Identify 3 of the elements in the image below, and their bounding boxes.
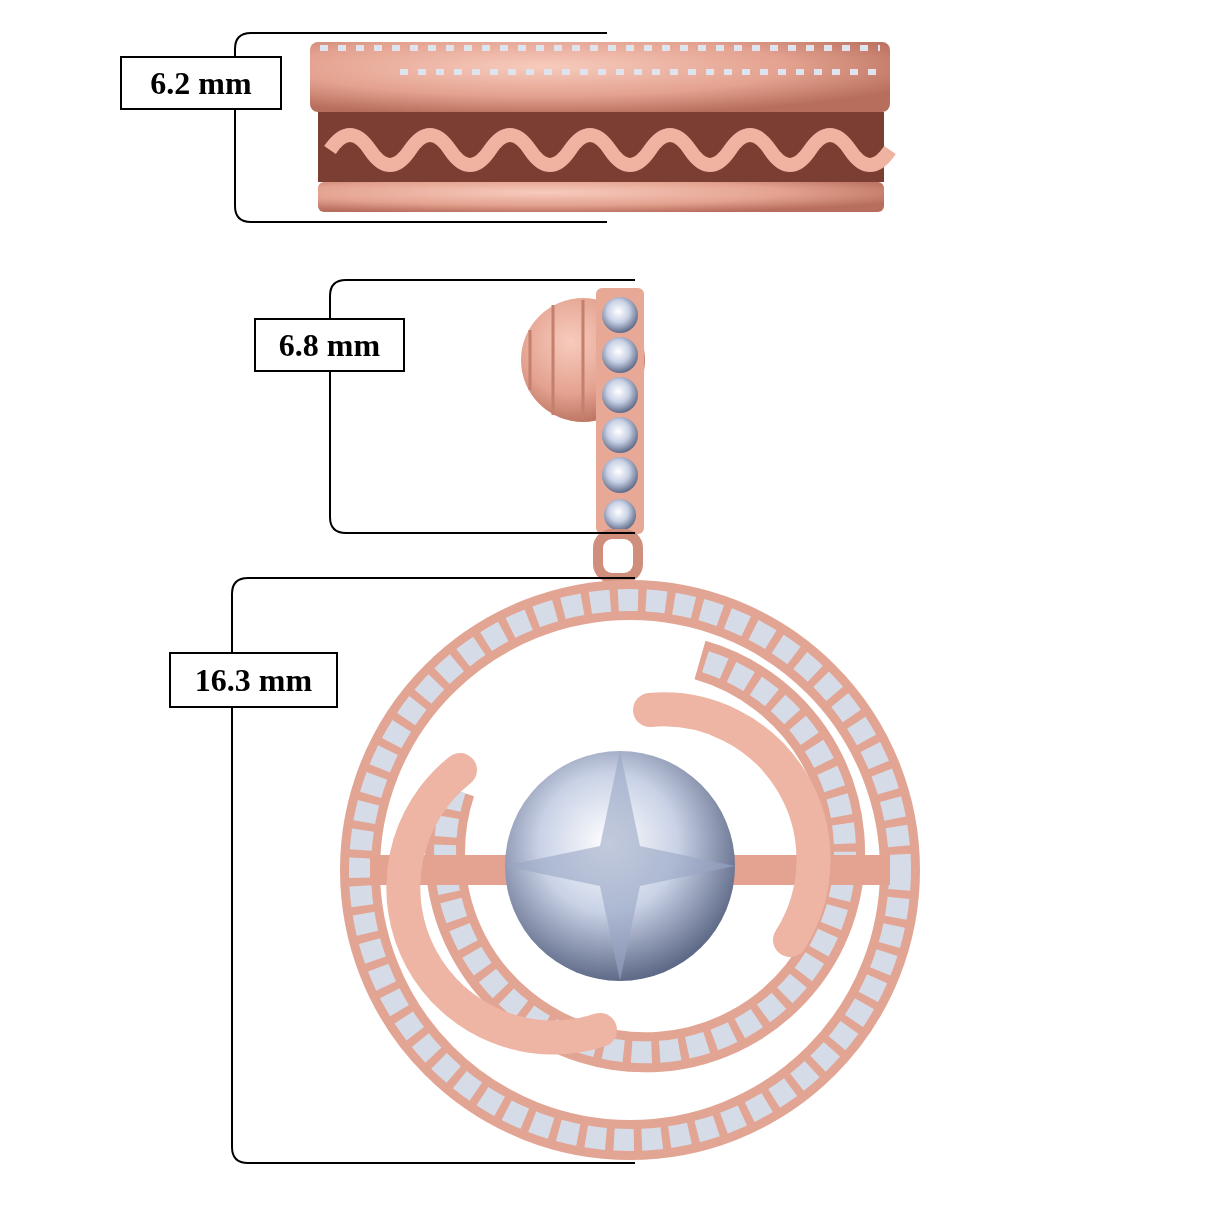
dimension-label: 6.8 mm (254, 318, 405, 372)
dimension-label: 6.2 mm (120, 56, 282, 110)
dimension-label: 16.3 mm (169, 652, 338, 708)
